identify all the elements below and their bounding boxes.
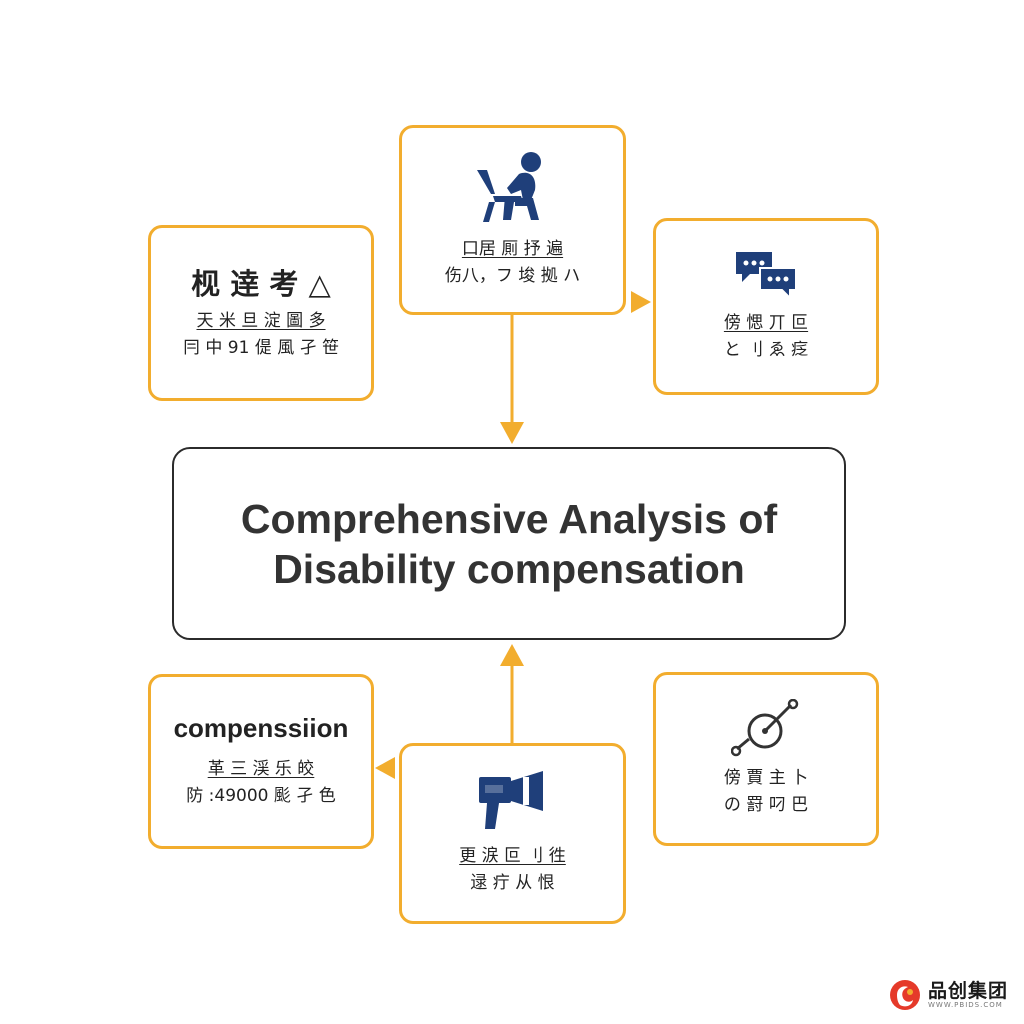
arrow-up-to-center xyxy=(500,644,524,666)
card-top-right: 傍 愢 丌 叵 と 刂 ゑ 疺 xyxy=(653,218,879,395)
card-bottom: 更 涙 叵 刂 徃 逯 疔 从 恨 xyxy=(399,743,626,924)
card-bottom-line1: 更 涙 叵 刂 徃 xyxy=(459,845,566,866)
card-bottom-left-line1: 革 三 渓 乐 皎 xyxy=(207,759,315,779)
card-top-left-line2: 冃 中 91 偍 風 孑 笹 xyxy=(182,338,340,358)
center-title-box: Comprehensive Analysis of Disability com… xyxy=(172,447,846,640)
card-top-left: 枧 逹 考 △ 天 米 旦 淀 圖 多 冃 中 91 偍 風 孑 笹 xyxy=(148,225,374,401)
card-top-line1: 口居 厠 抒 遍 xyxy=(461,239,564,259)
card-top-right-line2: と 刂 ゑ 疺 xyxy=(723,339,809,360)
seated-person-icon xyxy=(476,152,541,222)
card-top-right-line1: 傍 愢 丌 叵 xyxy=(723,312,809,333)
brand-logo-name: 品创集团 xyxy=(928,979,1009,1002)
card-bottom-line2: 逯 疔 从 恨 xyxy=(470,872,555,893)
megaphone-icon xyxy=(478,770,543,829)
card-top: 口居 厠 抒 遍 伤八，フ 埈 拠 ハ xyxy=(399,125,626,315)
chat-bubbles-icon xyxy=(736,251,797,298)
card-bottom-right: 傍 賈 主 卜 の 罸 叼 巴 xyxy=(653,672,879,846)
center-title-line2: Disability compensation xyxy=(273,545,745,592)
card-bottom-right-line2: の 罸 叼 巴 xyxy=(723,795,809,815)
card-bottom-left: compenssiion 革 三 渓 乐 皎 防 :49000 颩 孑 色 xyxy=(148,674,374,849)
card-bottom-left-line2: 防 :49000 颩 孑 色 xyxy=(186,786,336,806)
card-top-line2: 伤八，フ 埈 拠 ハ xyxy=(444,266,581,286)
brand-logo: 品创集团 WWW.PBIDS.COM xyxy=(888,978,1008,1012)
arrow-right-to-right-card xyxy=(631,291,651,313)
pin-target-icon xyxy=(731,699,799,757)
brand-logo-url: WWW.PBIDS.COM xyxy=(928,1000,1003,1009)
center-title-line1: Comprehensive Analysis of xyxy=(240,495,778,542)
card-top-left-line1: 天 米 旦 淀 圖 多 xyxy=(196,311,326,331)
brand-logo-icon xyxy=(890,980,920,1010)
arrow-left-to-left-card xyxy=(375,757,395,779)
card-bottom-left-title: compenssiion xyxy=(173,713,349,743)
card-top-left-title: 枧 逹 考 △ xyxy=(191,267,331,301)
arrow-down-to-center xyxy=(500,422,524,444)
card-bottom-right-line1: 傍 賈 主 卜 xyxy=(723,768,809,788)
